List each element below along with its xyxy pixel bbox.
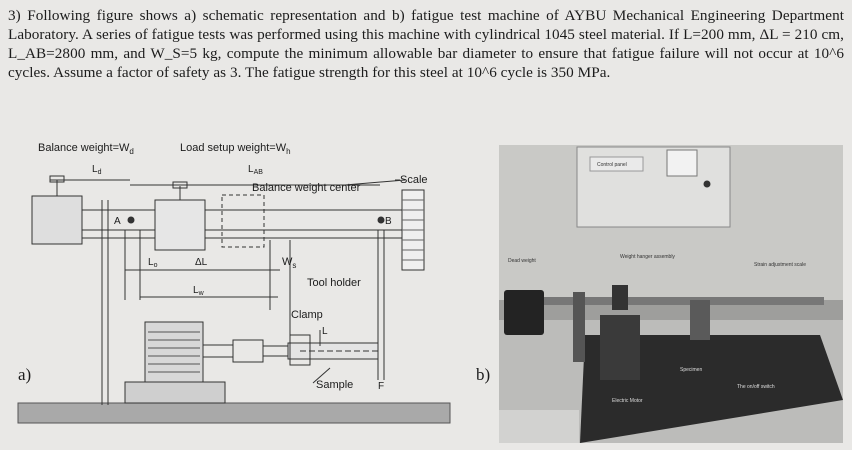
motor-body — [144, 321, 204, 383]
figure-b-photo — [499, 145, 843, 443]
problem-statement: Following figure shows a) schematic repr… — [8, 7, 844, 81]
label-specimen: Specimen — [680, 367, 702, 373]
figure-a-tag: a) — [18, 365, 31, 384]
figures: Balance weight=Wd Load setup weight=Wh L… — [17, 142, 843, 443]
label-sample: Sample — [316, 379, 353, 391]
label-clamp: Clamp — [291, 309, 323, 321]
label-LAB: LAB — [248, 164, 263, 176]
label-Ld: Ld — [92, 164, 102, 176]
label-dead-weight: Dead weight — [508, 258, 536, 264]
label-electric-motor: Electric Motor — [612, 398, 643, 404]
load-setup-weight — [154, 199, 206, 251]
label-L: L — [322, 326, 328, 337]
label-Lo: Lo — [148, 257, 158, 269]
label-balance-center: Balance weight center — [252, 182, 361, 194]
label-dL: ΔL — [195, 257, 208, 268]
machine-base — [580, 335, 843, 443]
label-B: B — [385, 216, 392, 227]
label-A: A — [114, 216, 121, 227]
figure-a-schematic — [17, 175, 451, 424]
balance-weight — [31, 195, 83, 245]
label-strain-adjust: Strain adjustment scale — [754, 262, 806, 268]
label-F: F — [378, 381, 384, 392]
label-control-panel: Control panel — [597, 162, 627, 168]
label-scale: Scale — [400, 174, 428, 186]
problem-number: 3) — [8, 7, 21, 24]
problem-text: 3) Following figure shows a) schematic r… — [8, 6, 844, 82]
label-on-off: The on/off switch — [737, 384, 775, 390]
label-weight-hanger: Weight hanger assembly — [620, 254, 675, 260]
dead-weight — [504, 290, 544, 335]
label-Ws: Ws — [282, 256, 296, 270]
label-Lw: Lw — [193, 285, 205, 297]
figure-b-tag: b) — [476, 365, 490, 384]
lever-arm — [44, 209, 411, 231]
label-tool-holder: Tool holder — [307, 277, 361, 289]
ground-base — [17, 402, 451, 424]
label-balance-weight: Balance weight=Wd — [38, 142, 134, 156]
label-load-setup-weight: Load setup weight=Wh — [180, 142, 291, 156]
